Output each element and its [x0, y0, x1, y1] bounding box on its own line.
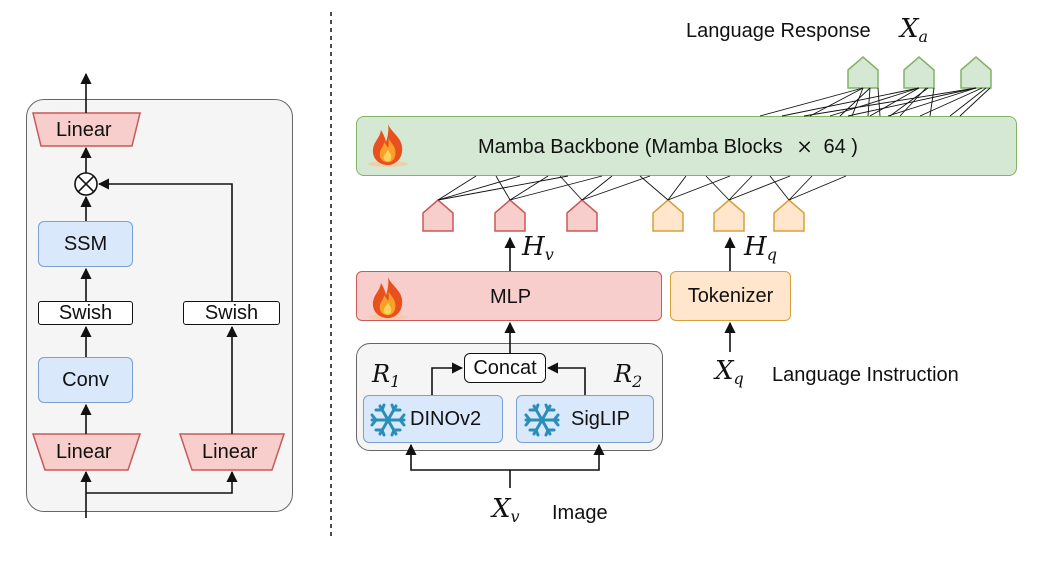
backbone-label: Mamba Backbone (Mamba Blocks × 64 )	[478, 134, 858, 159]
xv-var: X	[492, 494, 511, 524]
hv-var: H	[522, 232, 545, 262]
hq-variable: Hq	[744, 232, 777, 264]
conv-box: Conv	[38, 357, 133, 403]
top-linear-trapezoid	[32, 112, 141, 147]
visual-token-2	[494, 199, 526, 232]
xv-variable: Xv	[492, 494, 520, 526]
flame-icon	[368, 277, 408, 320]
swish-left-label: Swish	[58, 301, 113, 324]
bottom-linear-left-label: Linear	[56, 441, 112, 463]
visual-token-3	[566, 199, 598, 232]
image-label: Image	[552, 502, 608, 524]
snowflake-icon	[370, 403, 406, 437]
conv-label: Conv	[62, 368, 109, 391]
tokenizer-box: Tokenizer	[670, 271, 791, 321]
bottom-linear-left-trapezoid	[31, 433, 142, 471]
dinov2-label: DINOv2	[410, 407, 482, 430]
arrow-image-to-siglip	[510, 443, 605, 471]
ssm-label: SSM	[63, 232, 108, 255]
swish-right-label: Swish	[204, 301, 259, 324]
mlp-label: MLP	[490, 286, 532, 308]
r1-var: R	[372, 360, 391, 388]
response-sub: a	[918, 27, 929, 46]
bottom-linear-right-label: Linear	[202, 441, 258, 463]
backbone-text: Mamba Backbone (Mamba Blocks	[478, 136, 783, 158]
backbone-count: 64 )	[823, 136, 858, 158]
response-variable: Xa	[900, 14, 928, 46]
hv-sub: v	[544, 245, 554, 264]
output-token-3	[960, 56, 992, 89]
text-token-3	[773, 199, 805, 232]
hq-sub: q	[766, 245, 777, 264]
language-response-label: Language Response	[686, 20, 871, 42]
xq-sub: q	[733, 369, 744, 388]
text-token-1	[652, 199, 684, 232]
arrow-dinov2-to-concat	[431, 362, 464, 395]
backbone-times: ×	[796, 134, 813, 158]
r2-variable: R2	[614, 360, 642, 391]
arrow-rswish-to-mult	[97, 178, 233, 301]
arrow-image-to-dinov2	[405, 443, 510, 471]
multiply-icon	[74, 172, 98, 196]
swish-left-box: Swish	[38, 301, 133, 325]
text-token-2	[713, 199, 745, 232]
language-instruction-label: Language Instruction	[772, 364, 959, 386]
visual-token-1	[422, 199, 454, 232]
r1-sub: 1	[390, 372, 401, 391]
response-fan-out-lines	[759, 87, 991, 117]
xv-sub: v	[510, 507, 520, 526]
hq-var: H	[744, 232, 767, 262]
hv-variable: Hv	[522, 232, 554, 264]
concat-box: Concat	[464, 353, 546, 383]
arrow-input-branch	[86, 470, 238, 494]
output-token-1	[847, 56, 879, 89]
concat-label: Concat	[473, 356, 537, 379]
snowflake-icon	[524, 403, 560, 437]
siglip-label: SigLIP	[571, 407, 630, 430]
r2-sub: 2	[632, 372, 643, 391]
r1-variable: R1	[372, 360, 400, 391]
output-token-2	[903, 56, 935, 89]
mamba-backbone-box	[356, 116, 1017, 176]
ssm-box: SSM	[38, 221, 133, 267]
flame-icon	[368, 124, 408, 167]
r2-var: R	[614, 360, 633, 388]
bottom-linear-right-trapezoid	[178, 433, 286, 471]
xq-variable: Xq	[715, 356, 744, 388]
swish-right-box: Swish	[183, 301, 280, 325]
mlp-box	[356, 271, 662, 321]
response-var: X	[900, 14, 919, 44]
tokenizer-label: Tokenizer	[687, 284, 774, 307]
token-fan-in-lines	[437, 175, 847, 201]
xq-var: X	[715, 356, 734, 386]
top-linear-label: Linear	[56, 119, 112, 141]
arrow-siglip-to-concat	[546, 362, 586, 395]
